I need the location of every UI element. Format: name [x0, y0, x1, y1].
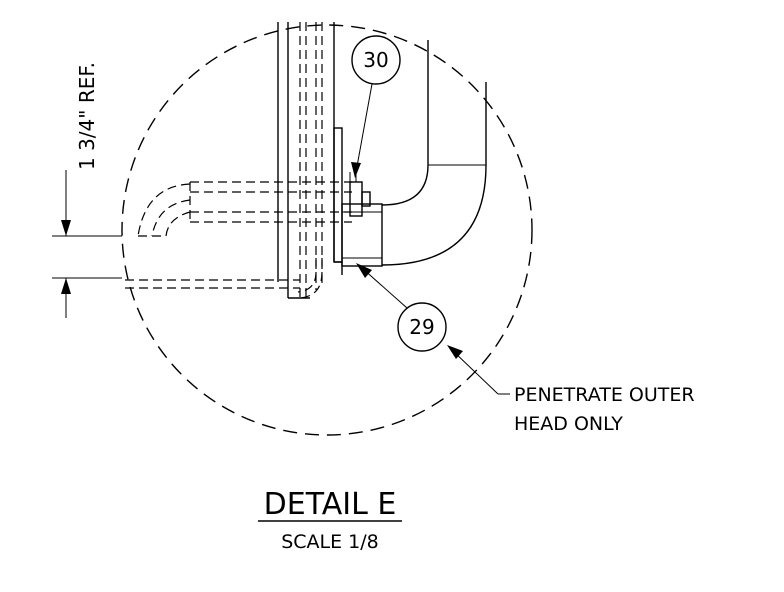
lower-hidden-elbow: [297, 258, 323, 299]
hidden-shell-lines: [125, 279, 300, 289]
elbow-pipe: [381, 40, 487, 266]
balloon-29-number: 29: [409, 315, 434, 339]
balloon-30: [351, 35, 401, 178]
note-line-2: HEAD ONLY: [514, 413, 623, 435]
outer-head-fitting: [341, 172, 383, 267]
detail-title: DETAIL E: [264, 487, 397, 522]
hidden-pipe-through-head: [137, 181, 352, 237]
note-line-1: PENETRATE OUTER: [514, 384, 695, 406]
detail-scale: SCALE 1/8: [281, 531, 379, 553]
detail-boundary-circle: [121, 24, 533, 436]
dimension-1-3-4-ref: [52, 170, 122, 318]
head-plates: [277, 22, 343, 299]
balloon-30-number: 30: [363, 48, 388, 72]
note-leader: [447, 345, 510, 395]
dimension-label: 1 3/4" REF.: [75, 62, 99, 170]
balloon-29: [356, 263, 447, 352]
